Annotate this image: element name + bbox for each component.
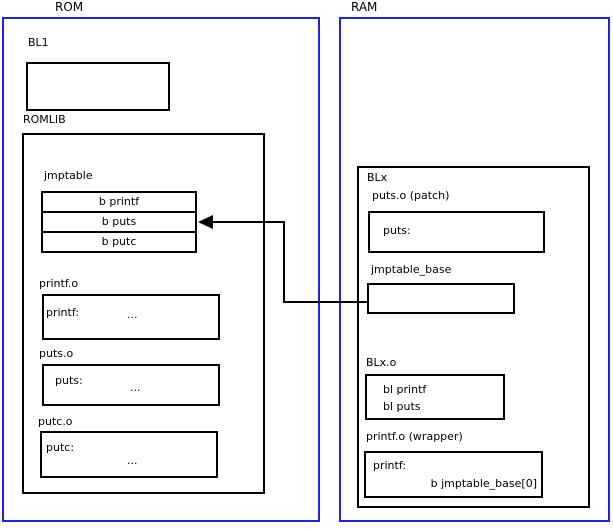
printf-wrapper-symbol: printf: xyxy=(373,459,407,472)
jmptable-row-printf: b printf xyxy=(41,191,197,213)
blx-o-box: bl printf bl puts xyxy=(365,374,505,420)
printf-o-label: printf.o xyxy=(39,277,79,290)
romlib-label: ROMLIB xyxy=(23,113,66,126)
romlib-box xyxy=(22,133,265,494)
blx-o-label: BLx.o xyxy=(366,356,397,369)
puts-body-dots: ... xyxy=(130,381,141,394)
bl1-box xyxy=(26,62,170,111)
puts-o-label: puts.o xyxy=(39,347,74,360)
printf-symbol: printf: xyxy=(46,306,80,319)
printf-wrapper-box: printf: b jmptable_base[0] xyxy=(364,451,543,498)
puts-patch-label: puts.o (patch) xyxy=(372,189,450,202)
puts-o-box: puts: ... xyxy=(42,364,220,406)
printf-o-box: printf: ... xyxy=(42,294,220,340)
rom-title: ROM xyxy=(55,0,84,14)
ram-title: RAM xyxy=(351,0,378,14)
bl1-label: BL1 xyxy=(28,36,49,49)
puts-patch-box: puts: xyxy=(368,211,545,253)
blx-o-line2: bl puts xyxy=(383,400,421,413)
putc-body-dots: ... xyxy=(127,454,138,467)
printf-wrapper-instruction: b jmptable_base[0] xyxy=(430,477,537,490)
jmptable-row-puts: b puts xyxy=(41,211,197,233)
blx-o-line1: bl printf xyxy=(383,383,427,396)
puts-symbol: puts: xyxy=(55,374,83,387)
putc-o-box: putc: ... xyxy=(40,431,218,478)
jmptable-row-putc: b putc xyxy=(41,231,197,253)
jmptable-label: jmptable xyxy=(44,169,93,182)
printf-body-dots: ... xyxy=(127,308,138,321)
jmptable-base-box xyxy=(367,283,515,314)
blx-label: BLx xyxy=(367,171,388,184)
blx-box xyxy=(357,166,590,508)
jmptable-base-label: jmptable_base xyxy=(371,263,452,276)
putc-symbol: putc: xyxy=(46,441,75,454)
printf-wrapper-label: printf.o (wrapper) xyxy=(366,430,463,443)
puts-patch-symbol: puts: xyxy=(383,224,411,237)
putc-o-label: putc.o xyxy=(38,415,73,428)
